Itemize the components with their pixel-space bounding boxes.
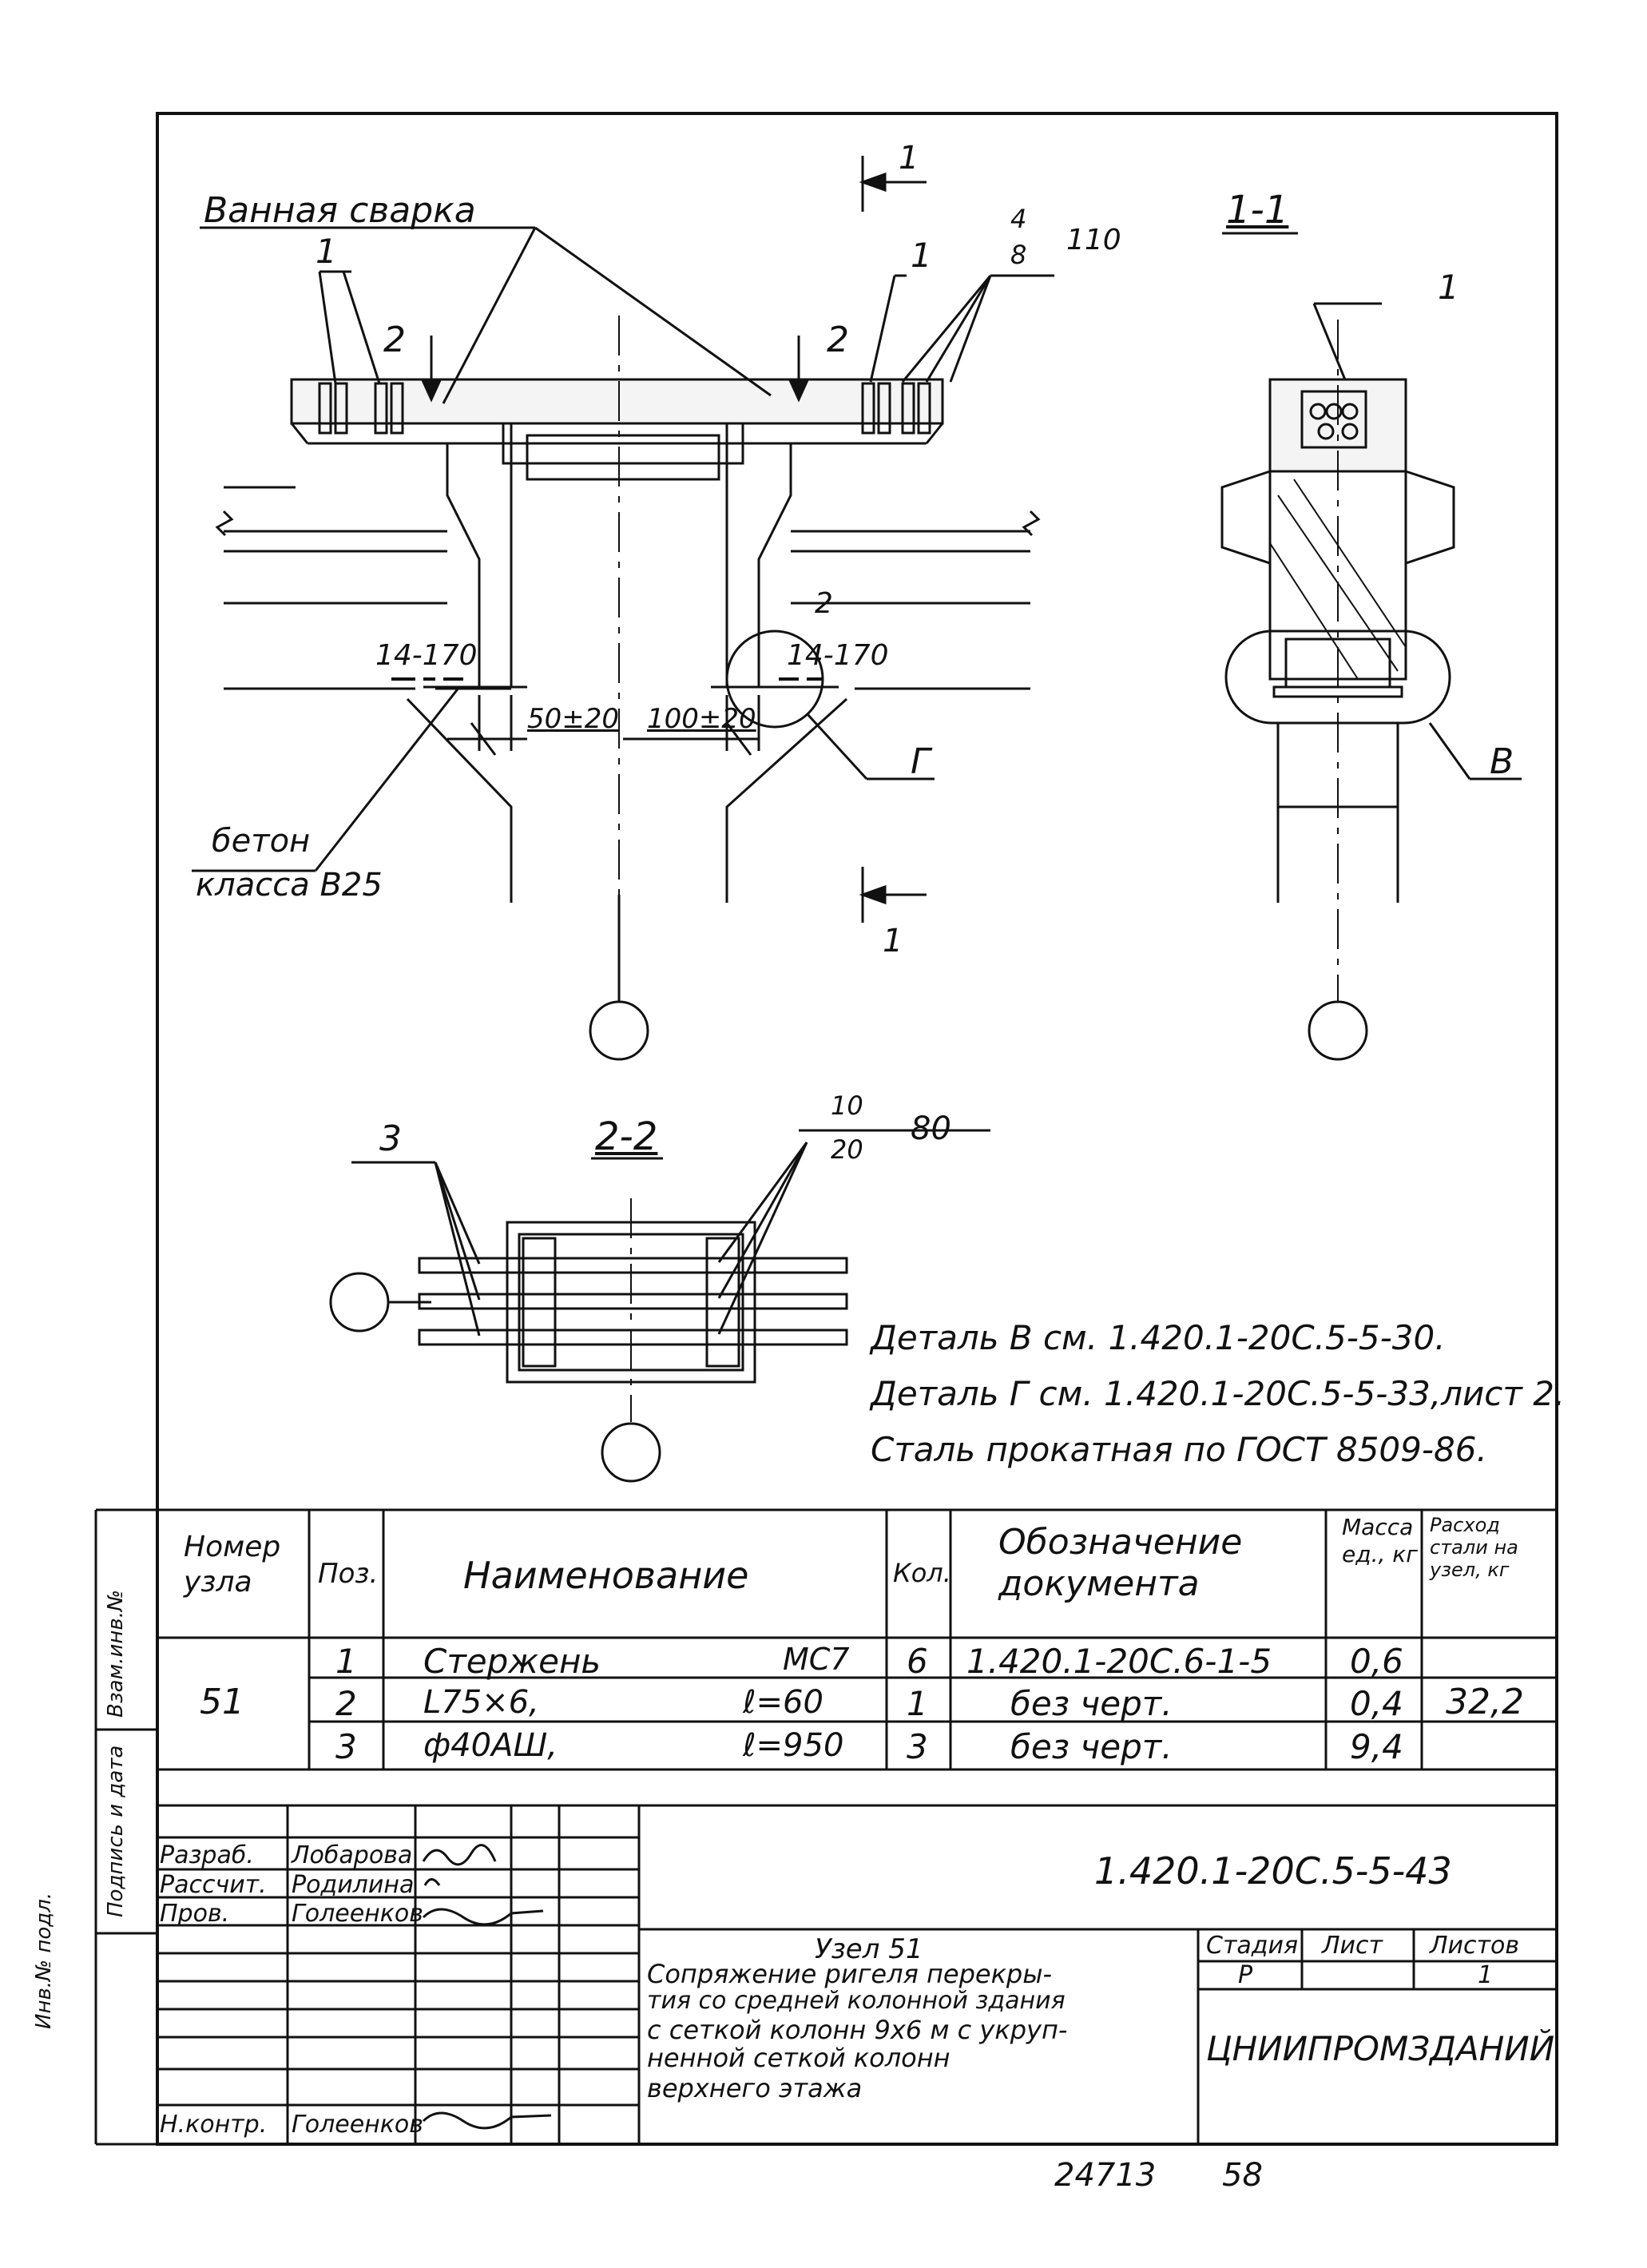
section-1-1-title: 1-1 — [1226, 188, 1289, 232]
header-pos: Поз. — [318, 1558, 379, 1590]
side-inv-orig: Инв.№ подл. — [32, 1892, 56, 2029]
axis-bubble-section — [1308, 1000, 1368, 1061]
title-line-5: ненной сеткой колонн — [647, 2043, 950, 2073]
section-1-top-label: 1 — [899, 140, 919, 177]
spec-table-grid — [94, 1508, 1557, 2146]
pos2-label-detail: 2 — [815, 587, 833, 620]
row2-qty: 1 — [907, 1684, 928, 1723]
pos1-label-right: 1 — [911, 236, 932, 275]
row3-pos: 3 — [335, 1727, 357, 1766]
header-node: Номер узла — [184, 1531, 281, 1599]
stage-value: Р — [1238, 1961, 1253, 1989]
name-2: Родилина — [292, 1871, 415, 1899]
section-1-bottom-label: 1 — [883, 923, 903, 959]
row2-name: L75×6, — [423, 1684, 539, 1721]
section-1-1-view — [1220, 232, 1522, 1061]
role-1: Разраб. — [160, 1841, 254, 1869]
weld-label: Ванная сварка — [204, 190, 476, 231]
row3-qty: 3 — [907, 1727, 928, 1766]
header-doc: Обозначение документа — [998, 1522, 1243, 1604]
front-view — [192, 156, 1054, 1061]
sheets-label: Листов — [1430, 1932, 1520, 1960]
sheets-value: 1 — [1478, 1961, 1494, 1989]
name-1: Лобарова — [292, 1841, 413, 1869]
row2-mass: 0,4 — [1350, 1684, 1403, 1723]
axis-bubble-front — [589, 1000, 649, 1061]
header-steel: Расход стали на узел, кг — [1430, 1514, 1518, 1581]
pos2-label-right: 2 — [827, 320, 849, 360]
section-2-2-view — [329, 1129, 990, 1483]
mesh-left-label: 14-170 — [375, 639, 478, 672]
header-name: Наименование — [463, 1554, 749, 1597]
row1-doc: 1.420.1-20С.6-1-5 — [966, 1642, 1272, 1681]
signatures — [422, 1844, 552, 2130]
rebar-top-spacing: 110 — [1066, 224, 1121, 256]
dim-left-label: 50±20 — [527, 703, 620, 735]
row1-name: Стержень — [423, 1642, 601, 1681]
role-3: Пров. — [160, 1900, 230, 1928]
row2-param: ℓ=60 — [743, 1684, 824, 1721]
rebar-bot-spacing: 80 — [911, 1110, 951, 1147]
concrete-label-1: бетон — [212, 823, 311, 860]
rebar-top-numerator: 4 — [1010, 204, 1027, 234]
row1-qty: 6 — [907, 1642, 928, 1681]
steel-total: 32,2 — [1446, 1682, 1524, 1722]
sheet-label: Лист — [1322, 1932, 1383, 1960]
rebar-bot-numerator: 10 — [831, 1090, 863, 1121]
axis-bubble-2-2-left — [329, 1272, 390, 1333]
row1-mass: 0,6 — [1350, 1642, 1403, 1681]
drawing-frame — [156, 112, 1558, 2146]
title-line-1: Узел 51 — [815, 1933, 923, 1965]
archive-number: 24713 — [1054, 2157, 1157, 2194]
title-code: 1.420.1-20С.5-5-43 — [1094, 1849, 1452, 1893]
note-steel: Сталь прокатная по ГОСТ 8509-86. — [871, 1430, 1487, 1469]
note-detail-g: Деталь Г см. 1.420.1-20С.5-5-33,лист 2. — [871, 1374, 1566, 1413]
row3-param: ℓ=950 — [743, 1727, 844, 1764]
pos1-label-left: 1 — [316, 232, 337, 271]
org-name: ЦНИИПРОМЗДАНИЙ — [1206, 2029, 1555, 2068]
pos2-label-left: 2 — [383, 320, 406, 360]
page-number: 58 — [1222, 2157, 1263, 2194]
side-inv-repl: Взам.инв.№ — [104, 1590, 128, 1718]
header-mass: Масса ед., кг — [1342, 1514, 1418, 1567]
row2-doc: без черт. — [1010, 1684, 1173, 1723]
detail-g-label: Г — [911, 741, 931, 782]
row2-pos: 2 — [335, 1684, 357, 1723]
axis-bubble-2-2-bottom — [601, 1422, 661, 1483]
dim-right-label: 100±20 — [647, 703, 756, 735]
row1-pos: 1 — [335, 1642, 357, 1681]
node-number: 51 — [200, 1682, 244, 1722]
name-8: Голеенков — [292, 2111, 423, 2139]
mesh-right-label: 14-170 — [787, 639, 889, 672]
name-3: Голеенков — [292, 1900, 423, 1928]
row1-param: МС7 — [783, 1642, 850, 1677]
title-line-4: с сеткой колонн 9х6 м с укруп- — [647, 2015, 1068, 2045]
role-2: Рассчит. — [160, 1871, 267, 1899]
row3-mass: 9,4 — [1350, 1727, 1403, 1766]
detail-v-label: В — [1490, 741, 1514, 782]
title-line-3: тия со средней колонной здания — [647, 1987, 1066, 2015]
row3-doc: без черт. — [1010, 1727, 1173, 1766]
rebar-bot-denominator: 20 — [831, 1134, 863, 1165]
concrete-label-2: класса В25 — [196, 867, 383, 904]
row3-name: ф40АШ, — [423, 1727, 558, 1764]
note-detail-v: Деталь В см. 1.420.1-20С.5-5-30. — [871, 1318, 1446, 1357]
rebar-top-denominator: 8 — [1010, 240, 1027, 270]
role-8: Н.контр. — [160, 2111, 268, 2139]
pos1-label-section: 1 — [1438, 268, 1459, 307]
stage-label: Стадия — [1206, 1932, 1299, 1960]
header-qty: Кол. — [893, 1558, 951, 1588]
title-line-2: Сопряжение ригеля перекры- — [647, 1959, 1053, 1989]
section-2-2-title: 2-2 — [595, 1114, 658, 1159]
title-line-6: верхнего этажа — [647, 2073, 863, 2103]
side-sign-date: Подпись и дата — [104, 1745, 128, 1917]
pos3-label: 3 — [379, 1118, 402, 1159]
